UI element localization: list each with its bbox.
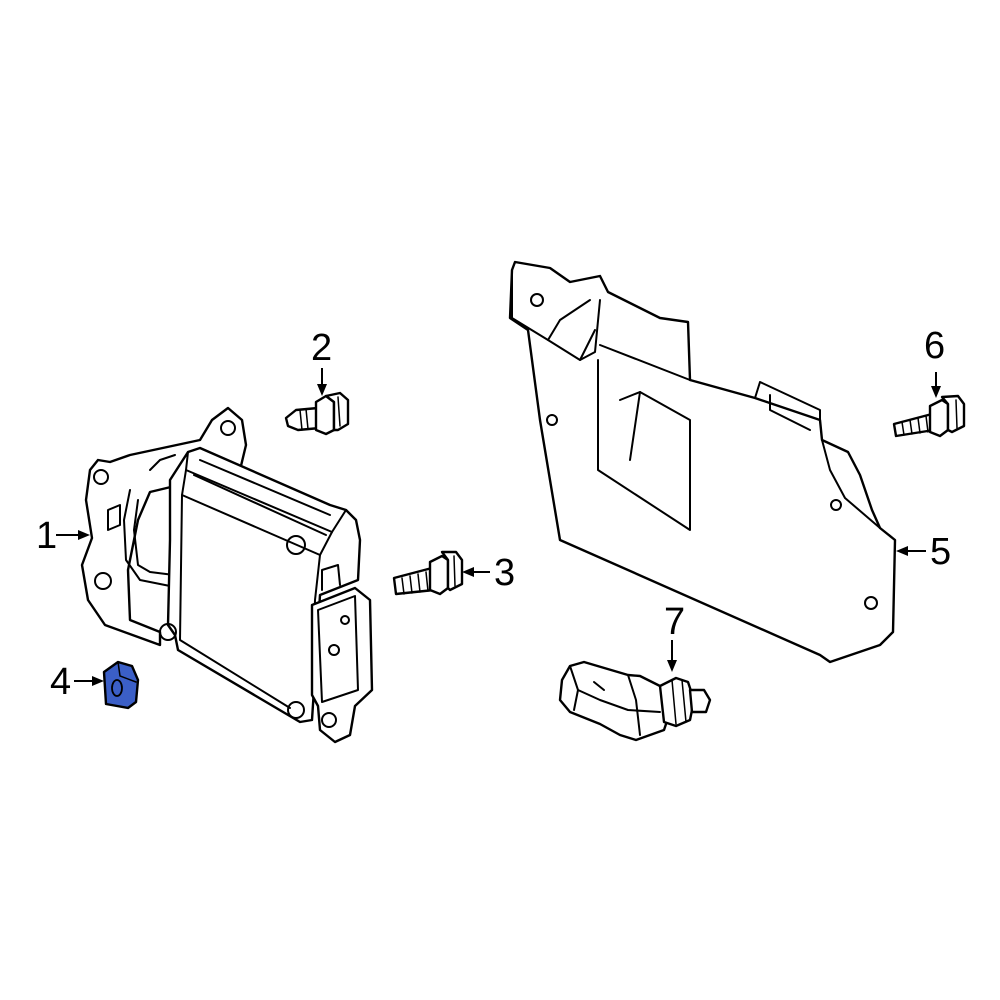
callout-3: 3 (494, 552, 515, 594)
bolt-top[interactable] (284, 391, 350, 436)
arrow-right-icon (56, 530, 90, 540)
sensor-clip[interactable] (558, 660, 712, 742)
control-module[interactable] (80, 406, 374, 744)
arrow-down-icon (317, 368, 327, 396)
arrow-down-icon (667, 640, 677, 672)
bolt-right[interactable] (892, 394, 966, 438)
callout-7: 7 (664, 601, 685, 643)
arrow-right-icon (74, 676, 104, 686)
arrow-down-icon (931, 372, 941, 398)
nut-highlighted[interactable] (102, 660, 140, 710)
mounting-bracket[interactable] (508, 260, 897, 664)
callout-2: 2 (311, 327, 332, 369)
callout-4: 4 (50, 661, 71, 703)
arrow-left-icon (462, 567, 490, 577)
callout-6: 6 (924, 325, 945, 367)
callout-5: 5 (930, 531, 951, 573)
arrow-left-icon (896, 546, 926, 556)
bolt-middle[interactable] (392, 550, 464, 596)
callout-1: 1 (36, 515, 57, 557)
